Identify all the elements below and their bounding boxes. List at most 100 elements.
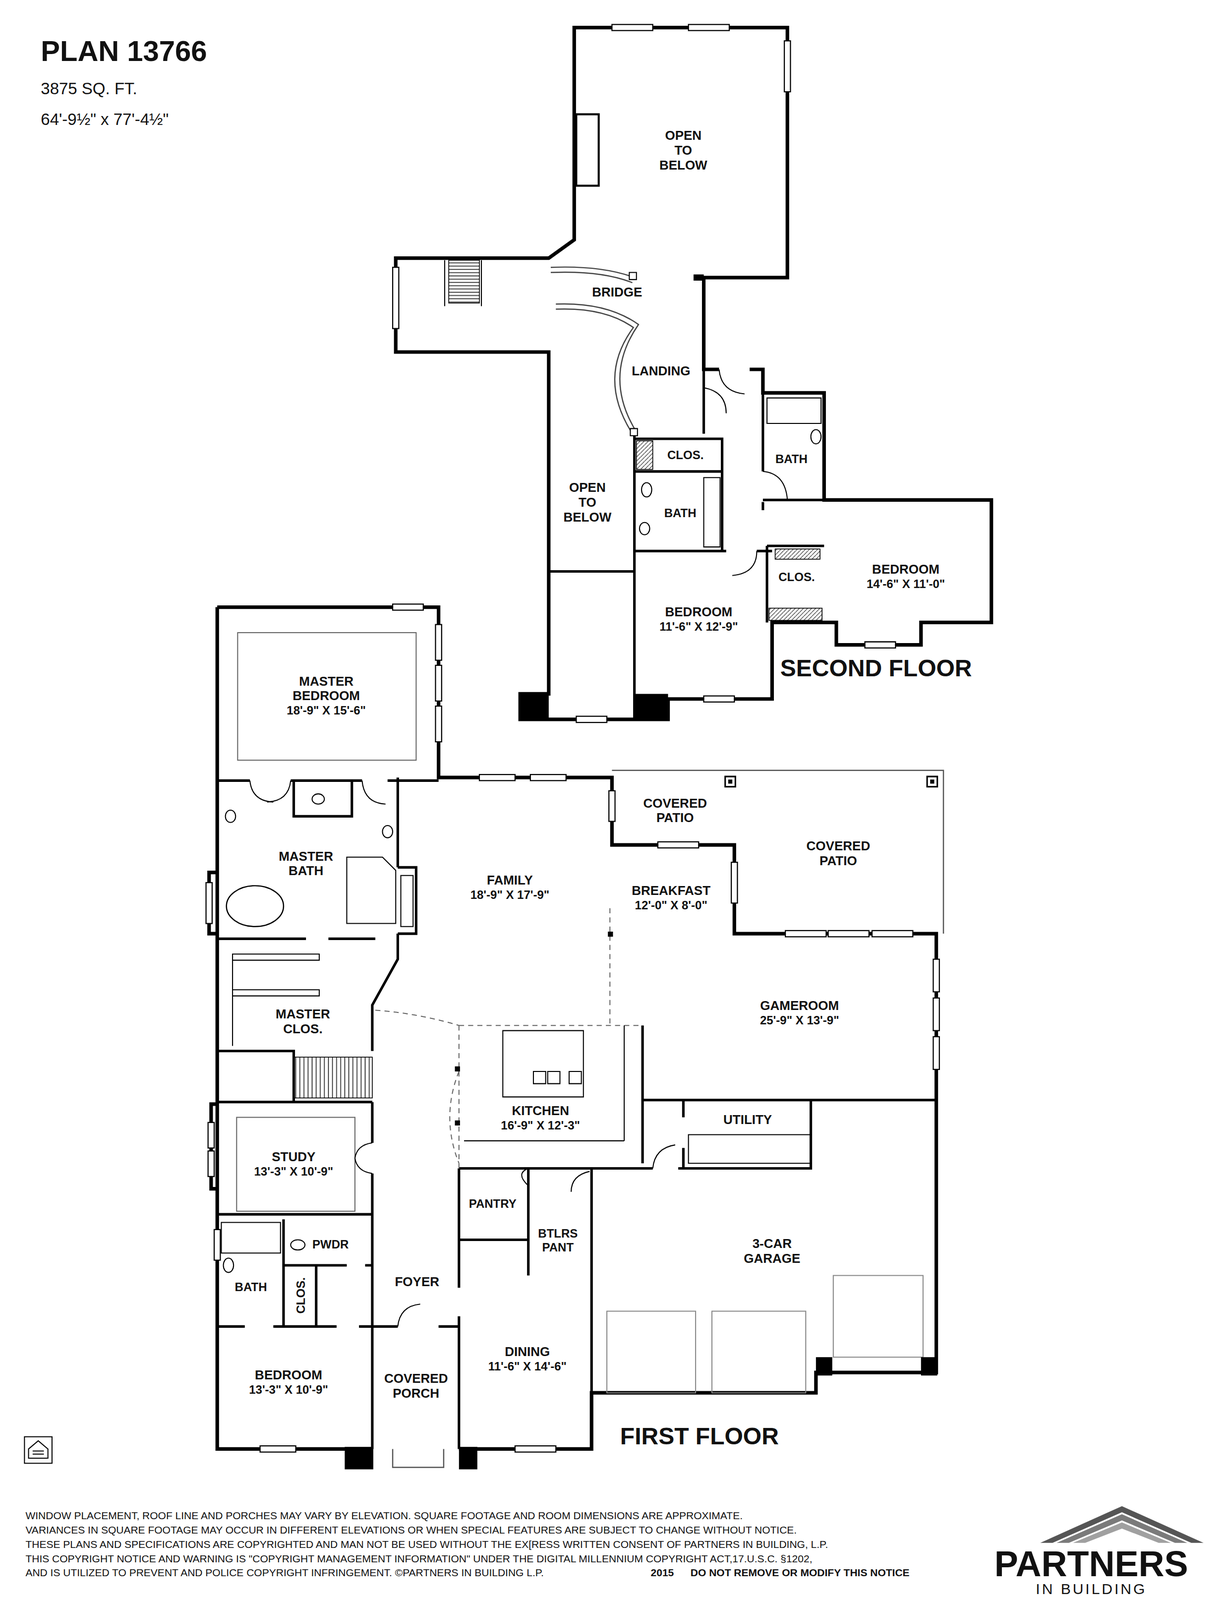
brand-name: PARTNERS <box>994 1545 1189 1582</box>
room-label: OPEN TO BELOW <box>563 480 612 526</box>
room-dimension: 11'-6" X 14'-6" <box>488 1359 567 1374</box>
room-name: OPEN TO BELOW <box>563 480 612 526</box>
patio-post <box>725 776 938 787</box>
room-label: GAMEROOM25'-9" X 13'-9" <box>760 998 840 1027</box>
room-label: BATH <box>775 452 808 467</box>
room-name: BRIDGE <box>591 285 643 300</box>
notice-year: 2015 <box>650 1566 675 1579</box>
room-dimension: 11'-6" X 12'-9" <box>659 619 738 634</box>
room-name: MASTER BATH <box>278 849 334 879</box>
room-name: BREAKFAST <box>631 883 711 899</box>
room-label: MASTER CLOS. <box>275 1006 331 1037</box>
dimension-text: 64'-9½" x 77'-4½" <box>40 110 169 129</box>
plan-title: PLAN 13766 <box>40 36 207 66</box>
room-label: BRIDGE <box>591 285 643 300</box>
room-name: BEDROOM <box>248 1367 329 1383</box>
room-label: CLOS. <box>778 570 815 585</box>
room-dimension: 13'-3" X 10'-9" <box>248 1382 329 1397</box>
area-text: 3875 SQ. FT. <box>40 79 137 99</box>
room-label: BTLRS PANT <box>537 1226 578 1254</box>
room-label: UTILITY <box>723 1112 772 1128</box>
brand-roof <box>1072 1522 1171 1543</box>
bathtub <box>226 885 284 927</box>
room-label: FAMILY18'-9" X 17'-9" <box>470 873 550 902</box>
room-dimension: 18'-9" X 17'-9" <box>470 887 550 902</box>
closet-shelf <box>768 608 822 621</box>
room-name: PANTRY <box>468 1196 517 1211</box>
room-label: COVERED PATIO <box>806 838 871 869</box>
room-label: BEDROOM13'-3" X 10'-9" <box>248 1367 329 1397</box>
closet-shelf <box>636 440 653 470</box>
stair-rail <box>444 260 482 307</box>
notice-line: AND IS UTILIZED TO PREVENT AND POLICE CO… <box>25 1566 544 1579</box>
open-boundary <box>375 908 643 1169</box>
sink <box>639 522 650 535</box>
room-label: BEDROOM14'-6" X 11'-0" <box>866 562 945 591</box>
room-name: BATH <box>775 452 808 467</box>
room-name: PWDR <box>312 1237 349 1252</box>
notice-line: THIS COPYRIGHT NOTICE AND WARNING IS "CO… <box>25 1552 813 1565</box>
brand-subtitle: IN BUILDING <box>1035 1581 1147 1597</box>
room-label: BEDROOM11'-6" X 12'-9" <box>659 604 738 634</box>
room-name: CLOS. <box>293 1277 308 1314</box>
room-label: OPEN TO BELOW <box>659 128 708 174</box>
room-name: MASTER BEDROOM <box>292 674 360 704</box>
fixture <box>221 857 811 1254</box>
patio-post-core <box>728 779 935 784</box>
room-label: BREAKFAST12'-0" X 8'-0" <box>631 883 711 912</box>
room-name: FOYER <box>394 1274 440 1290</box>
room-dimension: 14'-6" X 11'-0" <box>866 577 945 591</box>
room-label: MASTER BATH <box>278 849 334 879</box>
brand-roof <box>1040 1506 1204 1543</box>
room-name: BTLRS PANT <box>537 1226 578 1254</box>
equal-housing-logo <box>24 1436 53 1464</box>
room-name: CLOS. <box>778 570 815 585</box>
floor-title: SECOND FLOOR <box>780 654 973 682</box>
toilet <box>811 429 822 444</box>
room-name: MASTER CLOS. <box>275 1006 331 1037</box>
notice-warning: DO NOT REMOVE OR MODIFY THIS NOTICE <box>690 1566 910 1579</box>
toilet <box>641 482 652 497</box>
room-name: COVERED PATIO <box>806 838 871 869</box>
room-label: CLOS. <box>667 448 704 463</box>
exterior-wall <box>395 27 992 720</box>
room-label: BATH <box>234 1280 268 1294</box>
patio-outline <box>392 770 944 1468</box>
room-label: FOYER <box>394 1274 440 1290</box>
interior-wall <box>217 777 936 1449</box>
fireplace <box>576 114 599 186</box>
room-name: OPEN TO BELOW <box>659 128 708 174</box>
room-label: DINING11'-6" X 14'-6" <box>488 1344 567 1373</box>
room-name: 3-CAR GARAGE <box>739 1236 805 1267</box>
room-label: COVERED PATIO <box>643 796 707 826</box>
room-name: BEDROOM <box>659 604 738 620</box>
room-name: COVERED PATIO <box>643 796 707 826</box>
interior-wall <box>548 277 824 720</box>
door-swing <box>249 780 676 1327</box>
room-name: STUDY <box>254 1149 334 1165</box>
room-dimension: 25'-9" X 13'-9" <box>760 1013 840 1028</box>
closet-shelf <box>775 548 821 560</box>
window <box>206 24 940 1452</box>
room-name: GAMEROOM <box>760 998 840 1014</box>
garage-door <box>606 1275 924 1394</box>
room-name: BATH <box>664 506 697 521</box>
stair-run <box>293 1056 373 1098</box>
door-swing <box>703 369 788 576</box>
solid-post <box>344 274 937 1470</box>
room-label: STUDY13'-3" X 10'-9" <box>254 1149 334 1178</box>
sink <box>382 825 393 838</box>
room-name: UTILITY <box>723 1112 772 1128</box>
room-name: BEDROOM <box>866 562 945 578</box>
room-label: KITCHEN16'-9" X 12'-3" <box>500 1103 581 1132</box>
room-label: 3-CAR GARAGE <box>739 1236 805 1267</box>
ceiling-tray <box>236 1117 355 1212</box>
stair-run <box>448 260 480 303</box>
room-label: COVERED PORCH <box>384 1371 449 1402</box>
notice-line: THESE PLANS AND SPECIFICATIONS ARE COPYR… <box>25 1538 828 1551</box>
toilet <box>312 793 325 805</box>
room-dimension: 12'-0" X 8'-0" <box>631 898 711 913</box>
brand-roof <box>1056 1514 1187 1543</box>
